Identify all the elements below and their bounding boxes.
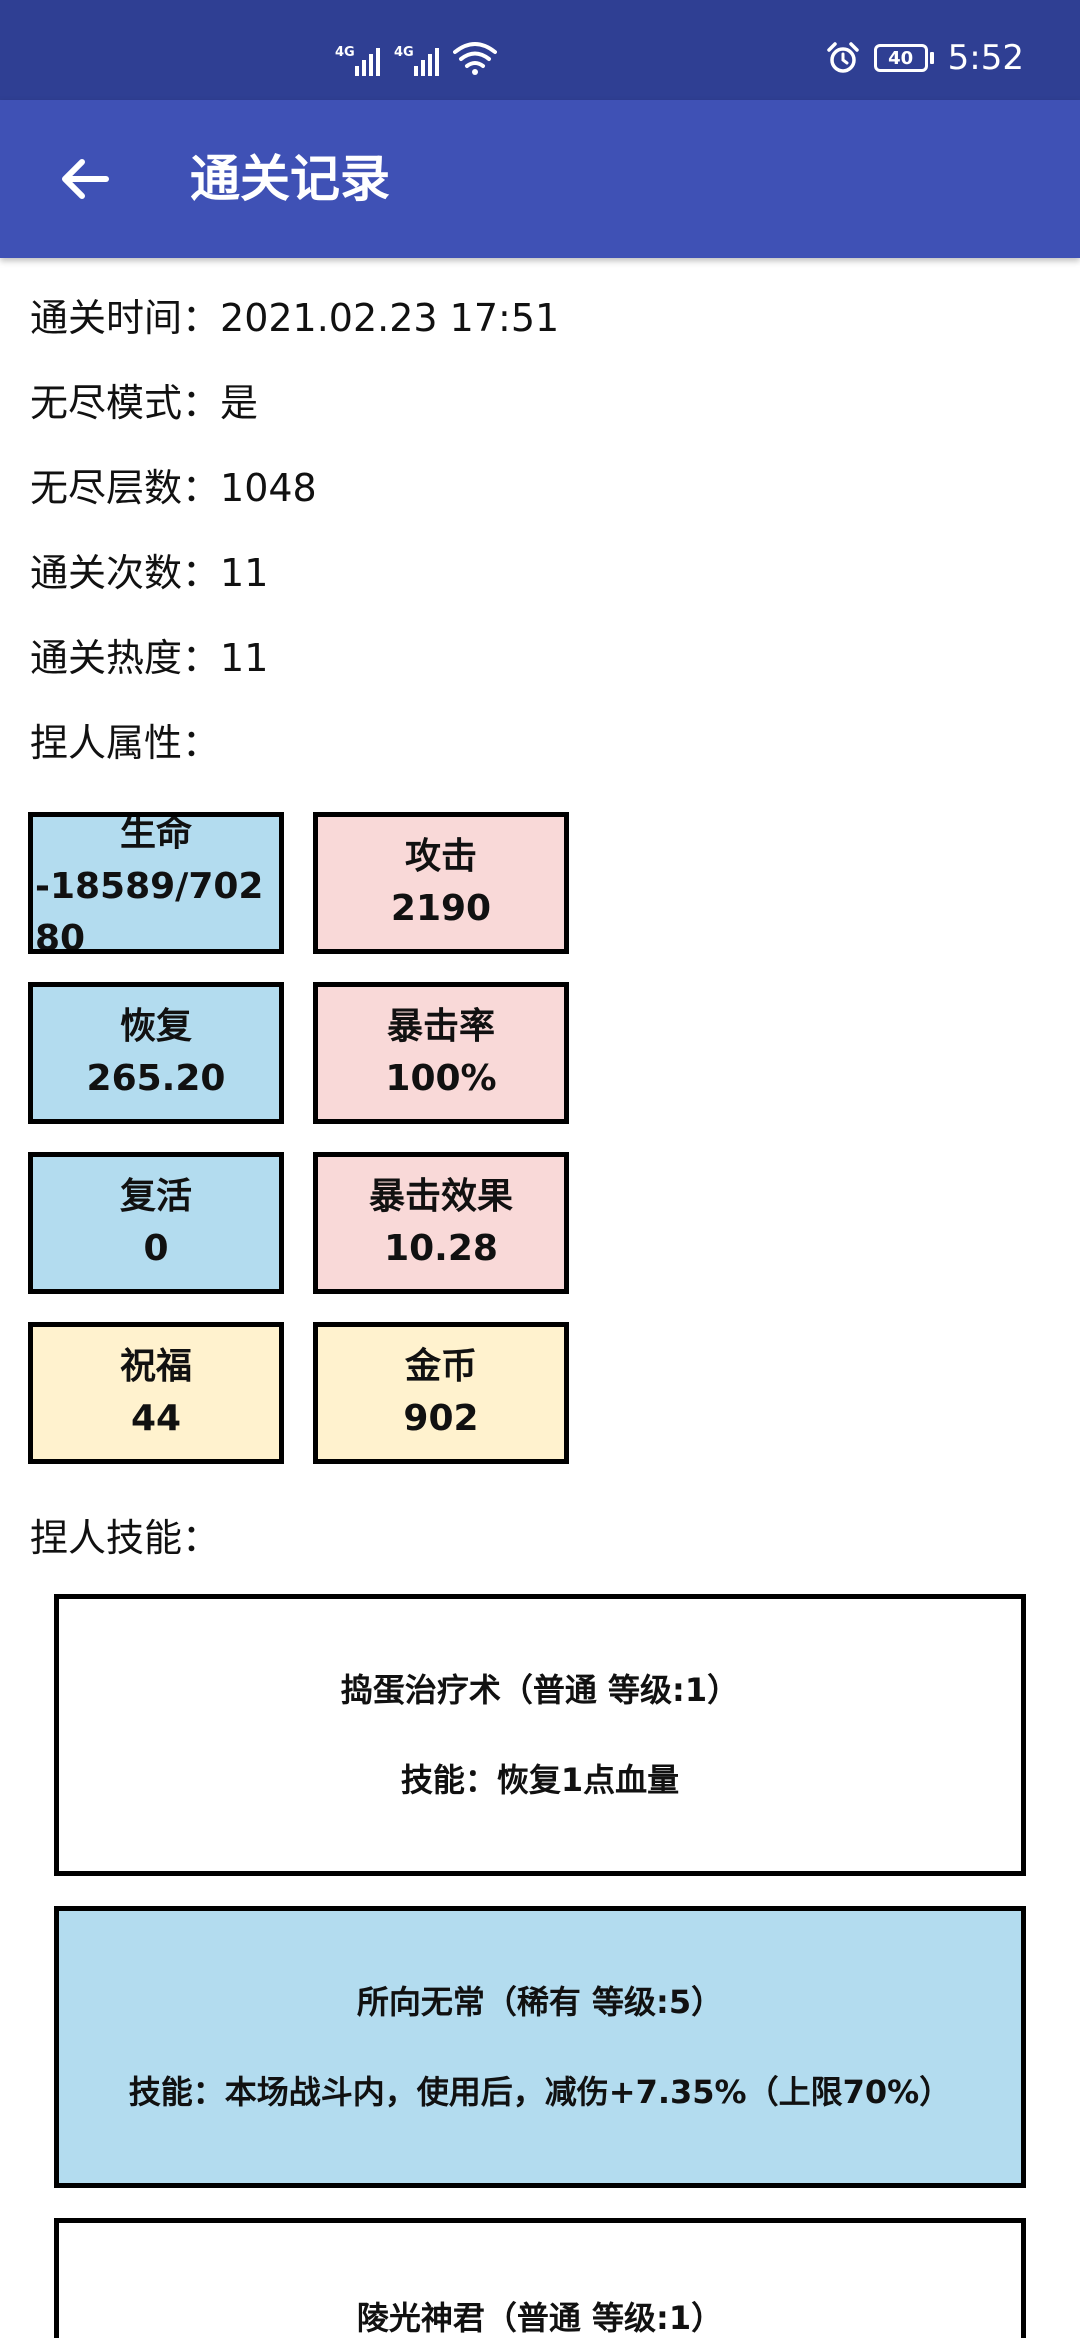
status-center-icons: 4G 4G	[335, 36, 497, 76]
info-row-clear-count: 通关次数：11	[30, 551, 269, 595]
info-row-endless-mode: 无尽模式：是	[30, 381, 259, 425]
arrow-left-icon	[62, 159, 109, 199]
alarm-clock-icon	[826, 42, 859, 73]
cellular-signal-1-icon: 4G	[335, 45, 380, 76]
record-info: 通关时间：2021.02.23 17:51 无尽模式：是 无尽层数：1048 通…	[30, 290, 559, 715]
stat-recovery: 恢复 265.20	[28, 982, 284, 1124]
skill-name: 所向无常（稀有 等级:5）	[356, 1983, 724, 2021]
stat-blessing: 祝福 44	[28, 1322, 284, 1464]
stat-hp: 生命 -18589/70280	[28, 812, 284, 954]
stat-gold: 金币 902	[313, 1322, 569, 1464]
stat-crit-effect: 暴击效果 10.28	[313, 1152, 569, 1294]
stat-revive: 复活 0	[28, 1152, 284, 1294]
info-row-endless-floors: 无尽层数：1048	[30, 466, 317, 510]
back-button[interactable]	[40, 134, 130, 224]
skill-card-1: 捣蛋治疗术（普通 等级:1） 技能：恢复1点血量	[54, 1594, 1026, 1876]
battery-level: 40	[888, 47, 914, 69]
status-time: 5:52	[947, 38, 1024, 78]
stat-crit-rate: 暴击率 100%	[313, 982, 569, 1124]
app-bar: 通关记录	[0, 100, 1080, 258]
info-row-clear-time: 通关时间：2021.02.23 17:51	[30, 296, 560, 340]
skill-name: 捣蛋治疗术（普通 等级:1）	[340, 1671, 740, 1709]
skill-name: 陵光神君（普通 等级:1）	[356, 2299, 724, 2337]
skill-desc: 技能：恢复1点血量	[400, 1761, 680, 1799]
skill-desc: 技能：本场战斗内，使用后，减伤+7.35%（上限70%）	[128, 2073, 952, 2111]
page-title: 通关记录	[190, 150, 390, 208]
attributes-label: 捏人属性：	[30, 721, 221, 765]
battery-icon: 40	[873, 44, 934, 72]
signal-1-label: 4G	[335, 45, 355, 60]
cellular-signal-2-icon: 4G	[394, 45, 439, 76]
status-right-icons: 40 5:52	[826, 38, 1024, 78]
info-row-clear-heat: 通关热度：11	[30, 636, 269, 680]
signal-2-label: 4G	[394, 45, 414, 60]
skill-card-3: 陵光神君（普通 等级:1）	[54, 2218, 1026, 2338]
skills-label: 捏人技能：	[30, 1516, 221, 1560]
wifi-icon	[453, 42, 497, 75]
stat-attack: 攻击 2190	[313, 812, 569, 954]
status-bar: 4G 4G 40 5:52	[0, 0, 1080, 100]
skill-card-2: 所向无常（稀有 等级:5） 技能：本场战斗内，使用后，减伤+7.35%（上限70…	[54, 1906, 1026, 2188]
